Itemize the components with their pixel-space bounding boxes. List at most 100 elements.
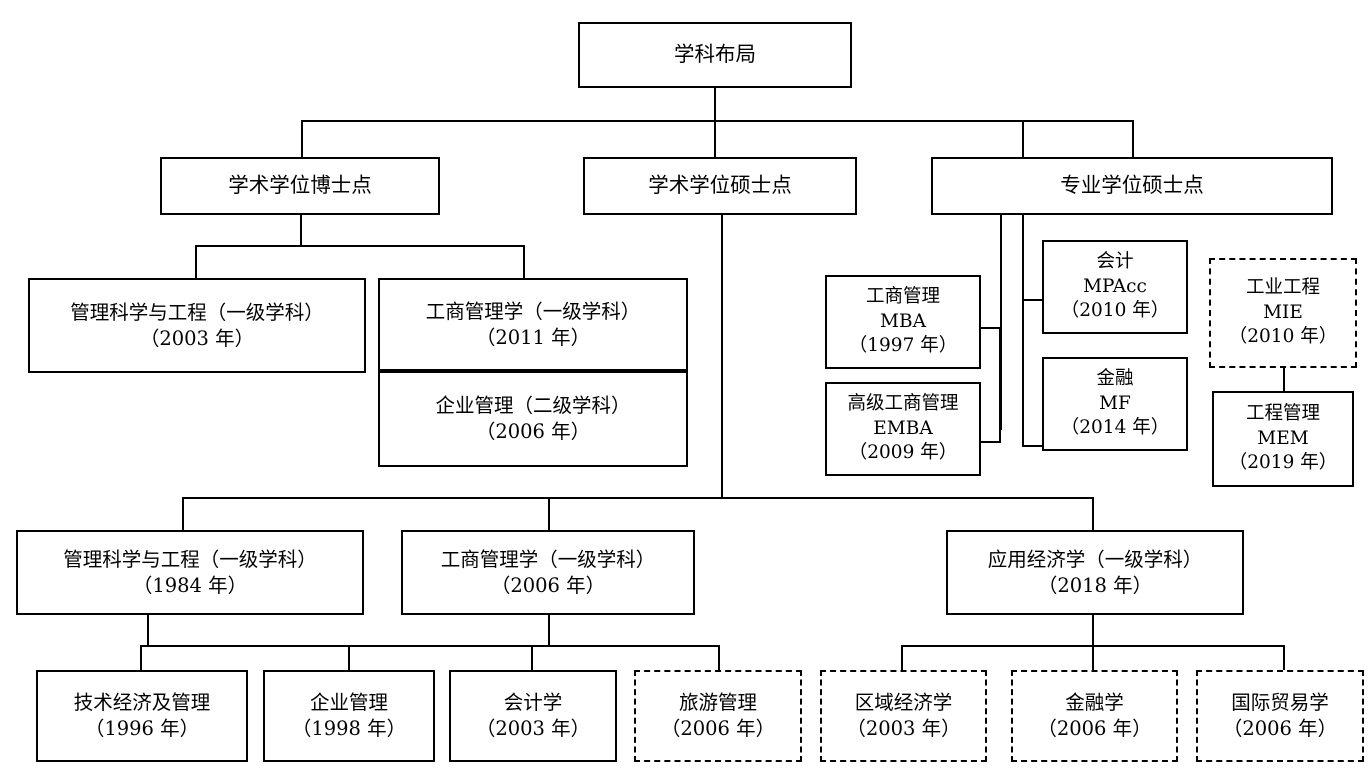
node-doctoral-program-1-year: （2011 年） — [475, 325, 591, 349]
node-professional-program-mf-year: （2014 年） — [1060, 417, 1170, 439]
node-academic-master-branch-label: 学术学位硕士点 — [648, 173, 792, 198]
node-doctoral-program-1[interactable]: 工商管理学（一级学科） （2011 年） — [378, 278, 688, 371]
connector-master-child3 — [1092, 497, 1095, 530]
node-professional-program-mie-abbr: MIE — [1263, 301, 1303, 323]
node-master-second-level-0-name: 技术经济及管理 — [73, 691, 211, 715]
node-master-first-level-2-name: 应用经济学（一级学科） — [987, 547, 1203, 571]
connector-mie-mem — [1283, 367, 1286, 392]
connector-left-leaf-bus — [140, 645, 720, 648]
connector-master-child2 — [548, 497, 551, 530]
connector-root-down — [714, 88, 717, 120]
node-master-second-level-1-year: （1998 年） — [291, 717, 407, 740]
node-doctoral-program-2[interactable]: 企业管理（二级学科） （2006 年） — [378, 371, 688, 467]
connector-doctoral-child1 — [195, 245, 198, 278]
node-master-first-level-2-year: （2018 年） — [1037, 573, 1153, 597]
node-professional-program-mf-name: 金融 — [1096, 368, 1134, 390]
node-doctoral-program-2-name: 企业管理（二级学科） — [435, 394, 631, 418]
node-root[interactable]: 学科布局 — [578, 22, 852, 88]
node-master-first-level-2[interactable]: 应用经济学（一级学科） （2018 年） — [946, 530, 1244, 615]
node-professional-program-mie[interactable]: 工业工程 MIE （2010 年） — [1209, 258, 1357, 368]
node-professional-program-emba-abbr: EMBA — [873, 417, 933, 439]
node-professional-program-mem-name: 工程管理 — [1245, 403, 1320, 425]
connector-msc-eng-down — [147, 615, 150, 645]
node-master-second-level-4-name: 区域经济学 — [854, 691, 953, 715]
connector-master-bus — [182, 497, 1094, 500]
node-master-first-level-0-name: 管理科学与工程（一级学科） — [63, 547, 317, 571]
node-master-second-level-3-name: 旅游管理 — [678, 691, 757, 715]
node-master-second-level-6[interactable]: 国际贸易学 （2006 年） — [1196, 670, 1364, 762]
node-master-first-level-1-name: 工商管理学（一级学科） — [440, 547, 656, 571]
connector-academic-master-long-down — [721, 215, 723, 498]
node-master-second-level-2[interactable]: 会计学 （2003 年） — [449, 670, 617, 762]
connector-doctoral-drop — [301, 120, 304, 158]
node-professional-program-mem[interactable]: 工程管理 MEM （2019 年） — [1212, 391, 1354, 487]
node-master-second-level-3[interactable]: 旅游管理 （2006 年） — [634, 670, 802, 762]
node-professional-program-mie-name: 工业工程 — [1245, 277, 1320, 299]
connector-mba-emba-join — [999, 327, 1002, 442]
connector-mba-stub — [981, 327, 1001, 330]
node-master-first-level-1-year: （2006 年） — [490, 573, 606, 597]
node-professional-program-emba[interactable]: 高级工商管理 EMBA （2009 年） — [825, 382, 981, 476]
node-professional-program-mem-abbr: MEM — [1257, 427, 1309, 449]
node-master-second-level-5[interactable]: 金融学 （2006 年） — [1011, 670, 1178, 762]
node-master-first-level-0-year: （1984 年） — [132, 573, 248, 597]
node-root-label: 学科布局 — [674, 42, 756, 67]
connector-master-child1 — [182, 497, 185, 530]
node-master-second-level-4-year: （2003 年） — [846, 717, 961, 740]
node-doctoral-branch-label: 学术学位博士点 — [228, 173, 372, 198]
node-master-second-level-1-name: 企业管理 — [309, 691, 388, 715]
node-doctoral-program-0-year: （2003 年） — [139, 326, 255, 350]
node-master-second-level-6-year: （2006 年） — [1222, 717, 1338, 740]
node-master-second-level-6-name: 国际贸易学 — [1231, 691, 1329, 715]
node-doctoral-branch[interactable]: 学术学位博士点 — [160, 157, 440, 215]
connector-level1-bus — [301, 120, 1134, 123]
connector-doctoral-child2 — [523, 245, 526, 278]
node-professional-program-emba-year: （2009 年） — [848, 442, 958, 464]
node-professional-master-branch[interactable]: 专业学位硕士点 — [931, 157, 1333, 215]
node-professional-master-branch-label: 专业学位硕士点 — [1060, 173, 1204, 198]
connector-mf-stub — [1022, 445, 1042, 448]
connector-professional-master-drop — [1132, 120, 1135, 158]
node-professional-program-mf-abbr: MF — [1099, 392, 1131, 414]
node-master-first-level-1[interactable]: 工商管理学（一级学科） （2006 年） — [401, 530, 695, 615]
node-professional-program-mba-name: 工商管理 — [865, 286, 940, 308]
connector-emba-stub — [981, 441, 1001, 444]
node-master-second-level-1[interactable]: 企业管理 （1998 年） — [263, 670, 435, 762]
node-master-second-level-0-year: （1996 年） — [84, 717, 200, 740]
node-professional-program-mpacc-abbr: MPAcc — [1083, 275, 1147, 297]
node-master-second-level-5-name: 金融学 — [1065, 691, 1124, 715]
connector-business-admin-down — [548, 615, 551, 645]
node-professional-program-mem-year: （2019 年） — [1228, 452, 1338, 474]
connector-mpacc-stub — [1022, 299, 1042, 302]
connector-acc-mf-rail — [1022, 120, 1025, 447]
connector-leaf-intl-trade — [1283, 645, 1286, 670]
node-master-second-level-0[interactable]: 技术经济及管理 （1996 年） — [36, 670, 248, 762]
node-professional-program-mpacc-year: （2010 年） — [1060, 300, 1170, 322]
node-doctoral-program-0[interactable]: 管理科学与工程（一级学科） （2003 年） — [28, 278, 366, 373]
node-professional-program-mie-year: （2010 年） — [1228, 326, 1338, 348]
connector-leaf-regional-econ — [901, 645, 904, 670]
node-master-second-level-4[interactable]: 区域经济学 （2003 年） — [820, 670, 987, 762]
connector-leaf-finance — [1092, 645, 1095, 670]
node-professional-program-mba-year: （1997 年） — [848, 335, 958, 357]
node-doctoral-program-1-name: 工商管理学（一级学科） — [425, 299, 641, 323]
connector-leaf-tourism — [718, 645, 721, 670]
node-professional-program-emba-name: 高级工商管理 — [847, 393, 959, 415]
node-professional-program-mba[interactable]: 工商管理 MBA （1997 年） — [825, 275, 981, 369]
node-master-second-level-5-year: （2006 年） — [1037, 717, 1152, 740]
node-professional-program-mba-abbr: MBA — [880, 310, 926, 332]
node-master-first-level-0[interactable]: 管理科学与工程（一级学科） （1984 年） — [16, 530, 364, 615]
node-doctoral-program-2-year: （2006 年） — [475, 420, 591, 443]
connector-prof-master-down — [1000, 215, 1003, 430]
connector-academic-master-drop — [714, 120, 717, 158]
node-professional-program-mf[interactable]: 金融 MF （2014 年） — [1042, 357, 1188, 451]
node-academic-master-branch[interactable]: 学术学位硕士点 — [583, 157, 857, 215]
connector-leaf-tech-econ — [140, 645, 143, 670]
node-master-second-level-2-name: 会计学 — [503, 691, 563, 715]
node-professional-program-mpacc[interactable]: 会计 MPAcc （2010 年） — [1042, 240, 1188, 334]
connector-leaf-accounting — [531, 645, 534, 670]
connector-leaf-enterprise-mgmt — [348, 645, 351, 670]
connector-doctoral-down — [300, 215, 303, 245]
node-master-second-level-2-year: （2003 年） — [475, 717, 591, 740]
